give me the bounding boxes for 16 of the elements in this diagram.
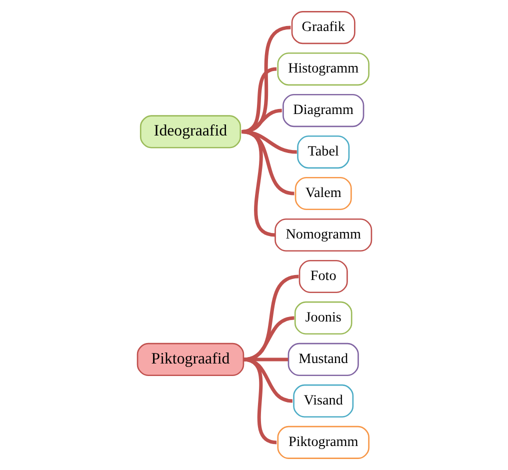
node-box: Visand (292, 384, 354, 418)
connector (240, 130, 276, 237)
node-box: Piktogramm (276, 426, 369, 459)
node-box: Histogramm (276, 52, 369, 86)
node-box: Tabel (296, 135, 350, 169)
connector (242, 274, 298, 362)
node-box: Mustand (287, 342, 358, 376)
node-box: Nomogramm (274, 218, 372, 252)
node-box: Diagramm (282, 94, 364, 128)
node-box: Piktograafid (136, 342, 244, 376)
node-box: Foto (298, 260, 348, 294)
node-box: Valem (294, 176, 352, 210)
node-box: Graafik (290, 11, 355, 44)
connector (242, 358, 292, 403)
node-box: Joonis (294, 301, 352, 335)
node-box: Ideograafid (139, 115, 241, 148)
